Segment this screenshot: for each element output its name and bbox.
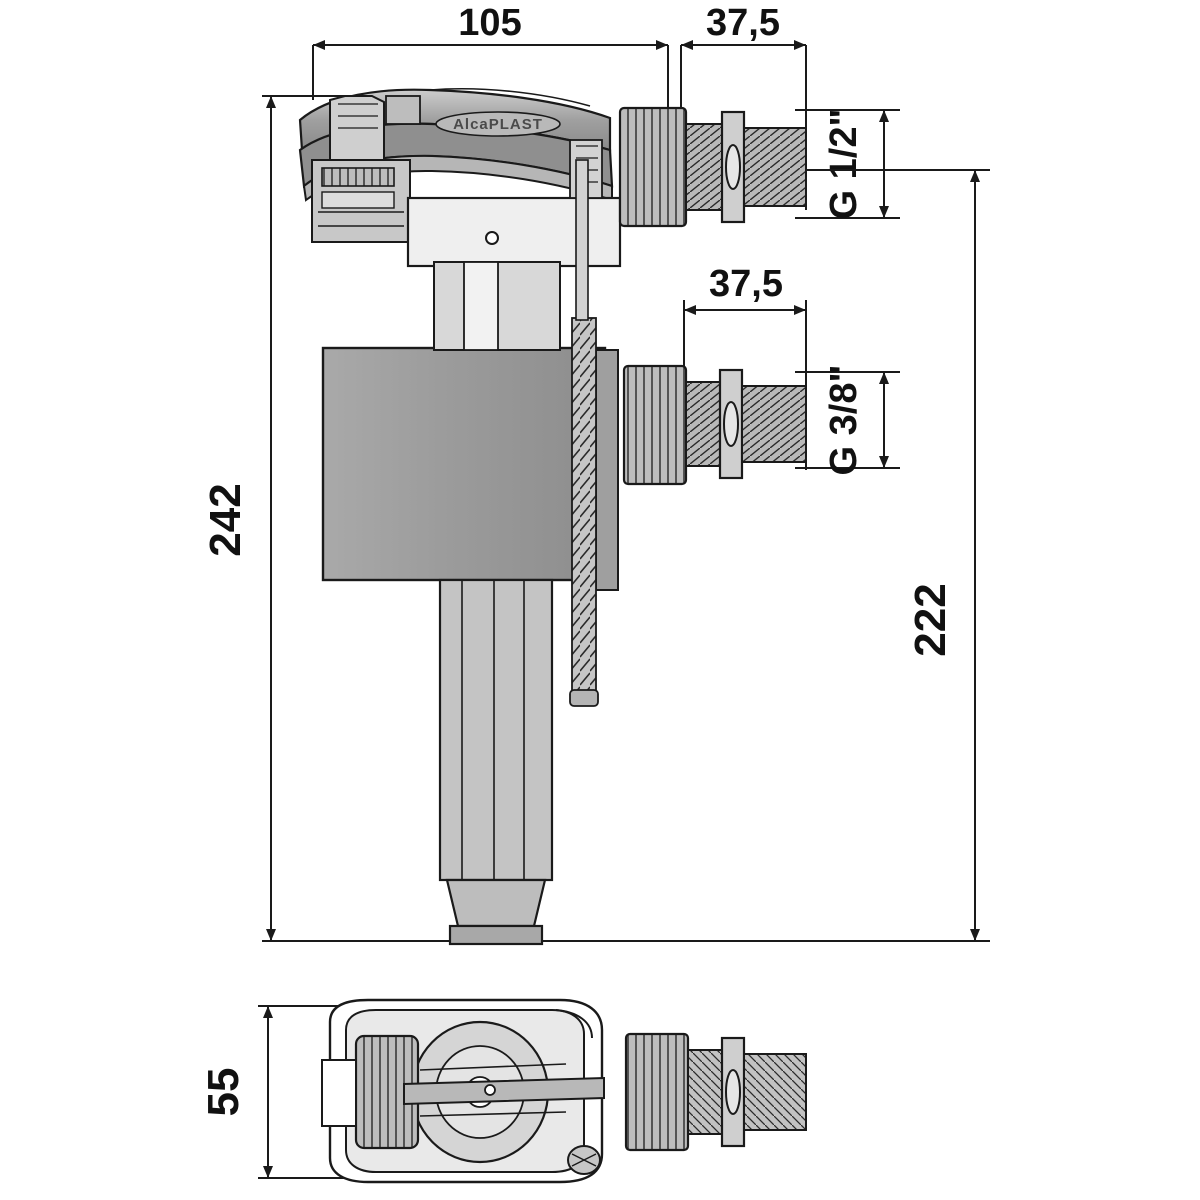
dim-label-g-half: G 1/2" (823, 109, 865, 220)
brand-logo-text: AlcaPLAST (453, 116, 543, 133)
dim-label-55: 55 (199, 1068, 248, 1117)
vertical-shaft (433, 261, 561, 946)
dimension-g-three-eighth: G 3/8" (795, 365, 900, 476)
valve-body (321, 346, 607, 582)
left-clip (311, 95, 421, 243)
lower-inlet-connection (622, 364, 807, 486)
dimension-242: 242 (201, 95, 560, 942)
dimension-top-105: 105 (312, 2, 669, 110)
dim-label-242: 242 (201, 483, 250, 556)
dimension-g-half-inch: G 1/2" (795, 109, 900, 220)
top-view (321, 998, 807, 1184)
dim-label-g-three-eighth: G 3/8" (823, 365, 865, 476)
dim-label-mid-37-5: 37,5 (709, 263, 783, 305)
top-view-cap (321, 1034, 420, 1150)
dim-label-105: 105 (458, 2, 521, 44)
dimension-55: 55 (199, 1005, 350, 1179)
dimension-222: 222 (560, 169, 990, 942)
side-view: AlcaPLAST (298, 88, 807, 946)
adjustment-rod-spring (569, 159, 599, 707)
body-side-tab (595, 349, 619, 591)
dim-label-top-37-5: 37,5 (706, 2, 780, 44)
dim-label-222: 222 (906, 583, 955, 656)
dimension-top-37-5: 37,5 (680, 2, 807, 210)
top-view-lever (403, 1063, 605, 1117)
upper-inlet-connection (618, 106, 807, 228)
top-view-connection (624, 1032, 807, 1152)
